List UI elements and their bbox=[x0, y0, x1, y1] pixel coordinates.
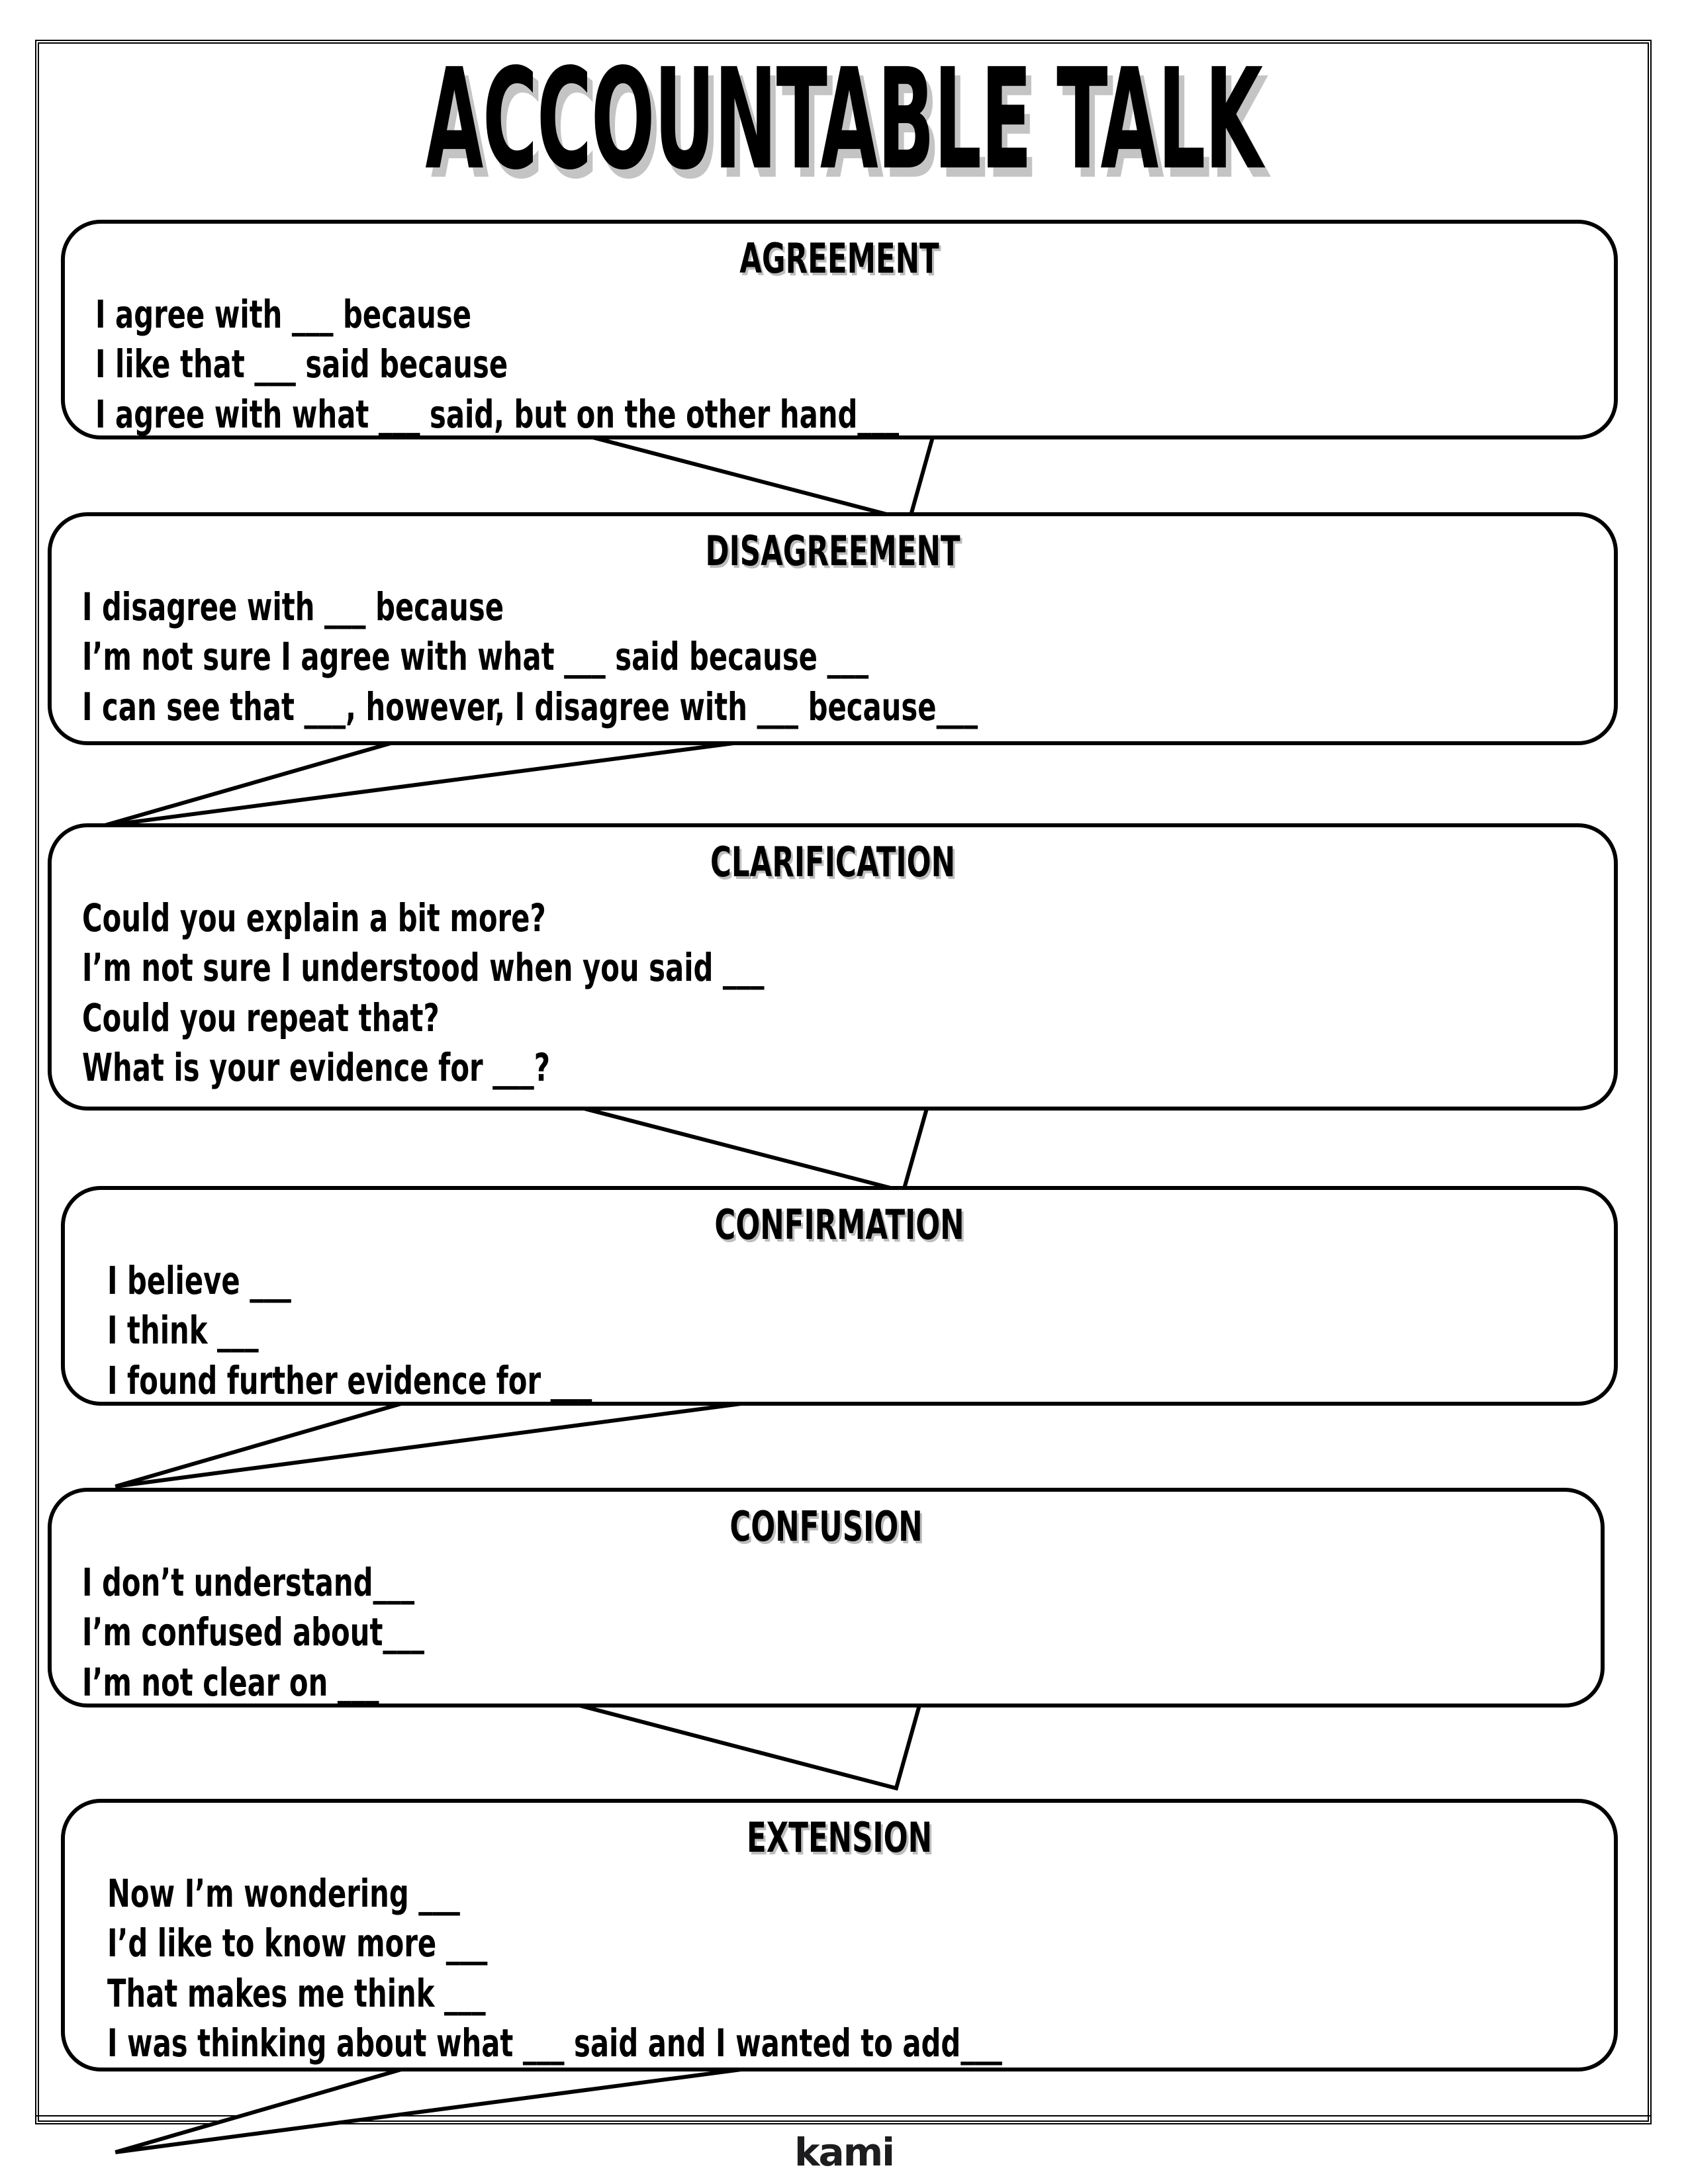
sentence-stem: I don’t understand___ bbox=[82, 1560, 415, 1605]
tail-shape bbox=[589, 435, 936, 523]
sentence-stems-extension: Now I’m wondering ___ I’d like to know mo… bbox=[65, 1869, 1614, 2069]
sentence-stem: That makes me think ___ bbox=[107, 1970, 486, 2016]
tail-shape bbox=[102, 741, 739, 828]
speech-bubble-extension: EXTENSION Now I’m wondering ___ I’d like t… bbox=[61, 1799, 1618, 2071]
section-header-confusion: CONFUSION bbox=[729, 1502, 923, 1551]
section-header-confirmation: CONFIRMATION bbox=[714, 1201, 964, 1249]
page-title-container: ACCOUNTABLE TALK bbox=[0, 38, 1688, 201]
tail-shape bbox=[115, 1401, 747, 1488]
sentence-stem: I was thinking about what ___ said and I… bbox=[107, 2021, 1002, 2066]
sentence-stem: What is your evidence for ___? bbox=[82, 1045, 550, 1091]
tail-shape bbox=[576, 1703, 923, 1791]
section-header-extension: EXTENSION bbox=[746, 1813, 932, 1862]
sentence-stems-confirmation: I believe ___ I think ___I found further … bbox=[65, 1256, 1614, 1406]
sentence-stem: Could you repeat that? bbox=[82, 995, 440, 1040]
section-header-agreement: AGREEMENT bbox=[739, 234, 939, 283]
tail-shape bbox=[581, 1106, 930, 1194]
sentence-stems-clarification: Could you explain a bit more? I’m not sur… bbox=[52, 893, 1614, 1093]
page-title: ACCOUNTABLE TALK bbox=[425, 38, 1264, 201]
speech-bubble-confirmation: CONFIRMATION I believe ___ I think ___I fo… bbox=[61, 1186, 1618, 1406]
sentence-stem: Now I’m wondering ___ bbox=[107, 1871, 460, 1916]
sentence-stem: Could you explain a bit more? bbox=[82, 895, 546, 940]
sentence-stem: I’m confused about___ bbox=[82, 1610, 425, 1655]
speech-bubble-confusion: CONFUSION I don’t understand___ I’m confus… bbox=[48, 1488, 1605, 1707]
sentence-stem: I agree with ___ because bbox=[95, 292, 472, 337]
sentence-stem: I believe ___ bbox=[107, 1258, 291, 1303]
kami-logo: kami bbox=[794, 2130, 895, 2175]
sentence-stem: I’m not sure I agree with what ___ said … bbox=[82, 634, 869, 680]
sentence-stem: I think ___ bbox=[107, 1308, 259, 1353]
footer-divider bbox=[35, 2115, 1652, 2116]
section-header-disagreement: DISAGREEMENT bbox=[705, 527, 961, 575]
section-header-clarification: CLARIFICATION bbox=[710, 838, 955, 886]
sentence-stem: I agree with what ___ said, but on the o… bbox=[95, 391, 899, 437]
speech-bubble-clarification: CLARIFICATION Could you explain a bit mor… bbox=[48, 823, 1618, 1111]
sentence-stem: I’m not sure I understood when you said … bbox=[82, 945, 765, 991]
sentence-stems-confusion: I don’t understand___ I’m confused about_… bbox=[52, 1558, 1601, 1707]
sentence-stem: I like that ___ said because bbox=[95, 341, 508, 387]
sentence-stem: I’d like to know more ___ bbox=[107, 1921, 488, 1966]
sentence-stem: I’m not clear on ___ bbox=[82, 1659, 379, 1705]
sentence-stem: I disagree with ___ because bbox=[82, 584, 504, 629]
sentence-stem: I found further evidence for ___ bbox=[107, 1357, 592, 1403]
sentence-stem: I can see that ___, however, I disagree … bbox=[82, 684, 978, 729]
